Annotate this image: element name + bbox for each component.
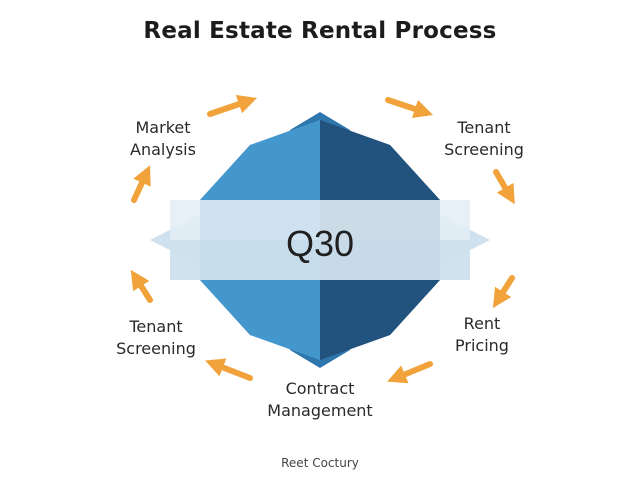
arrow-right-upper — [493, 169, 515, 205]
step-line2: Pricing — [455, 336, 509, 355]
arrow-bottom-right — [387, 361, 433, 384]
arrow-bottom-left — [205, 358, 253, 381]
step-line1: Tenant — [457, 118, 511, 137]
arrow-left-upper — [131, 165, 151, 203]
arrow-left-lower — [130, 269, 153, 303]
center-label: Q30 — [285, 223, 355, 264]
step-line1: Tenant — [129, 317, 183, 336]
step-contract-management: Contract Management — [250, 378, 390, 422]
arrow-top-left — [207, 95, 258, 117]
page-title: Real Estate Rental Process — [143, 18, 497, 44]
step-market-analysis: Market Analysis — [108, 117, 218, 161]
step-line1: Market — [135, 118, 191, 137]
step-tenant-screening-right: Tenant Screening — [424, 117, 544, 161]
step-rent-pricing: Rent Pricing — [432, 313, 532, 357]
footer-text: Reet Coctury — [281, 456, 359, 470]
arrow-top-right — [385, 97, 434, 119]
step-tenant-screening-left: Tenant Screening — [96, 316, 216, 360]
step-line1: Rent — [463, 314, 501, 333]
step-line1: Contract — [285, 379, 355, 398]
arrow-right-lower — [492, 275, 515, 309]
center-octagon — [150, 112, 490, 368]
step-line2: Analysis — [130, 140, 196, 159]
step-line2: Management — [267, 401, 373, 420]
step-line2: Screening — [444, 140, 524, 159]
cycle-arrows — [130, 95, 515, 384]
step-line2: Screening — [116, 339, 196, 358]
